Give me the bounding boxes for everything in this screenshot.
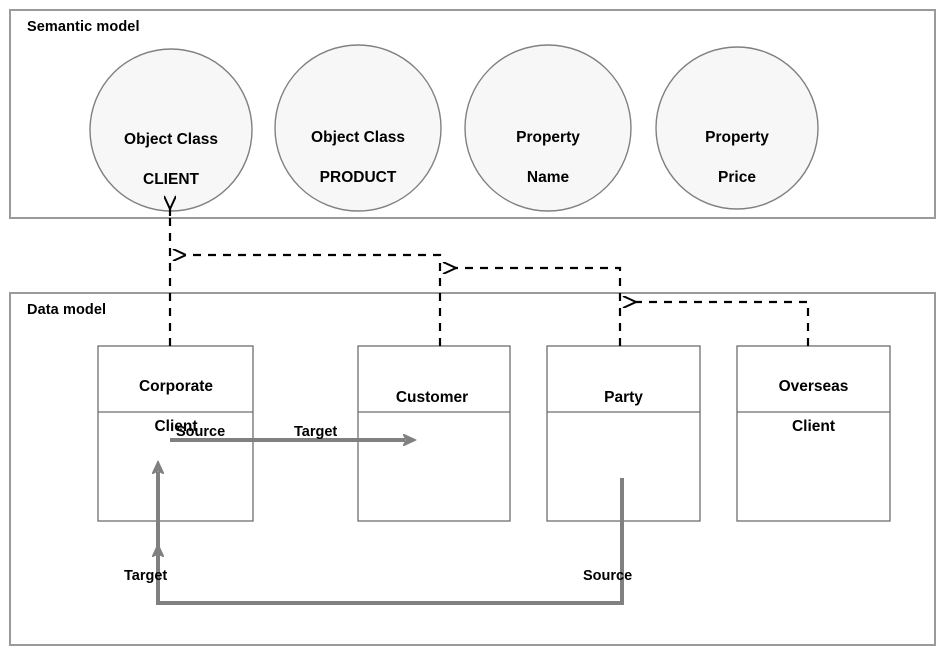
semantic-model-title: Semantic model (27, 19, 140, 35)
mapping-party-to-customer-path[interactable] (455, 268, 622, 346)
property-price-circle[interactable] (655, 46, 819, 210)
customer-box[interactable] (357, 345, 511, 522)
corporate-client-box[interactable] (97, 345, 254, 522)
property-name-circle[interactable] (464, 44, 632, 212)
relationship-2-target-label: Target (124, 568, 168, 584)
relationship-1-source-label: Source (176, 424, 226, 440)
object-class-client-circle[interactable] (89, 48, 253, 212)
relationship-2-source-label: Source (583, 568, 633, 584)
overseas-client-box[interactable] (736, 345, 891, 522)
relationship-party-to-corporate-client[interactable] (158, 472, 624, 605)
relationship-1-target-label: Target (294, 424, 338, 440)
data-model-title: Data model (27, 302, 107, 318)
object-class-product-circle[interactable] (274, 44, 442, 212)
mapping-customer-to-object-class-client[interactable] (185, 255, 442, 346)
